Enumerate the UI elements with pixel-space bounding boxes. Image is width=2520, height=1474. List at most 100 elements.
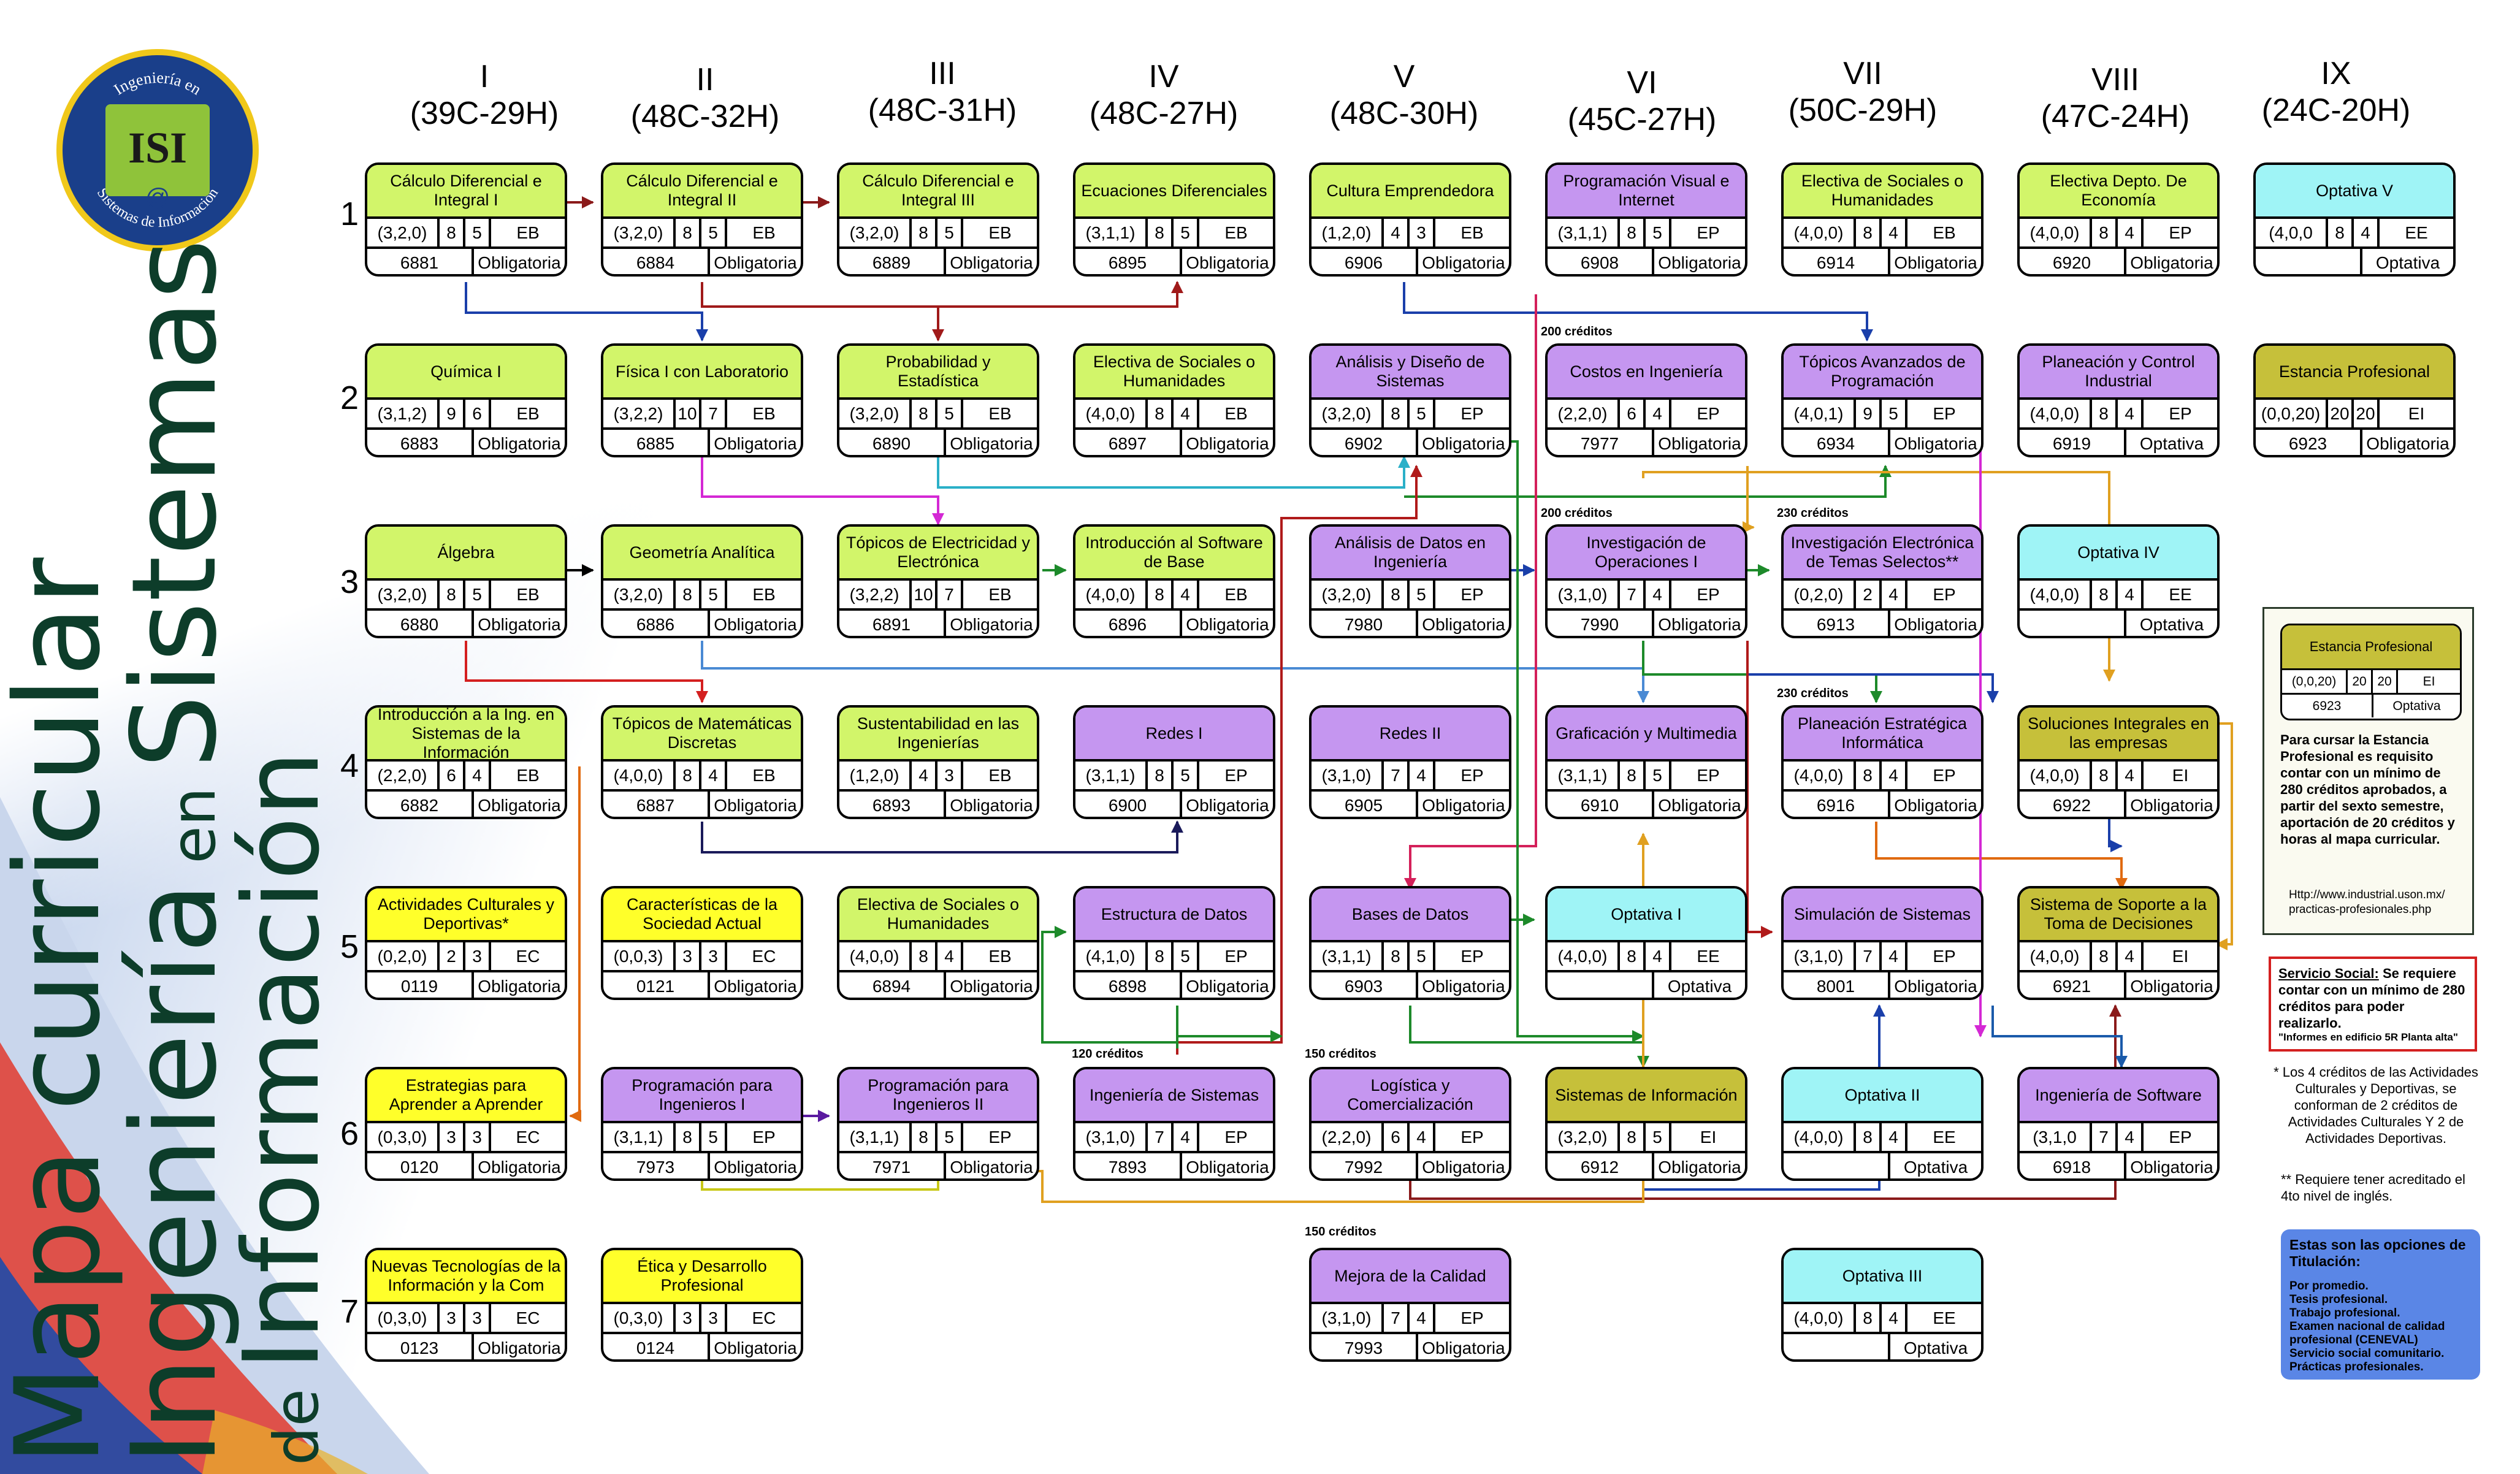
course-card[interactable]: Investigación Electrónica de Temas Selec… xyxy=(1781,524,1984,638)
semester-number: II xyxy=(696,62,714,97)
course-hours-distribution: (4,0,0) xyxy=(1784,219,1856,246)
course-weekly-hours: 5 xyxy=(1410,581,1435,608)
course-hours-distribution: (4,0,0) xyxy=(1075,581,1148,608)
course-card[interactable]: Cálculo Diferencial e Integral II(3,2,0)… xyxy=(601,162,803,277)
course-credits: 8 xyxy=(1620,942,1646,970)
course-name: Optativa II xyxy=(1784,1069,1981,1123)
course-type: EI xyxy=(1700,1127,1717,1147)
course-hours-distribution: (4,0,0) xyxy=(1075,400,1148,427)
course-card[interactable]: Electiva de Sociales o Humanidades(4,0,0… xyxy=(1073,343,1275,457)
course-key: 6908 xyxy=(1548,249,1654,274)
course-status: Optativa xyxy=(2139,614,2204,634)
course-status: Obligatoria xyxy=(1658,253,1741,272)
course-type: EB xyxy=(988,403,1012,423)
course-key: 6905 xyxy=(1312,792,1418,817)
course-status: Optativa xyxy=(1903,1157,1968,1177)
course-type: EB xyxy=(1224,223,1248,242)
course-key: 0123 xyxy=(367,1334,474,1359)
course-name: Sustentabilidad en las Ingenierías xyxy=(839,708,1037,762)
course-card[interactable]: Introducción al Software de Base(4,0,0)8… xyxy=(1073,524,1275,638)
course-hours-distribution: (3,1,1) xyxy=(839,1123,912,1151)
course-key: 6914 xyxy=(1784,249,1890,274)
course-card[interactable]: Planeación Estratégica Informática(4,0,0… xyxy=(1781,705,1984,819)
course-type: EP xyxy=(1697,403,1720,423)
course-status: Obligatoria xyxy=(1186,614,1269,634)
course-name: Tópicos Avanzados de Programación xyxy=(1784,346,1981,400)
course-card[interactable]: Electiva de Sociales o Humanidades(4,0,0… xyxy=(837,886,1039,1000)
titulacion-list: Por promedio.Tesis profesional.Trabajo p… xyxy=(2289,1280,2472,1374)
course-card[interactable]: Sistema de Soporte a la Toma de Decision… xyxy=(2017,886,2220,1000)
course-name: Programación para Ingenieros II xyxy=(839,1069,1037,1123)
estancia-link[interactable]: Http://www.industrial.uson.mx/ practicas… xyxy=(2289,888,2445,916)
course-weekly-hours: 5 xyxy=(1174,942,1199,970)
course-card[interactable]: Tópicos de Matemáticas Discretas(4,0,0)8… xyxy=(601,705,803,819)
course-card[interactable]: Tópicos Avanzados de Programación(4,0,1)… xyxy=(1781,343,1984,457)
course-card[interactable]: Características de la Sociedad Actual(0,… xyxy=(601,886,803,1000)
course-card[interactable]: Cálculo Diferencial e Integral III(3,2,0… xyxy=(837,162,1039,277)
course-key: 0121 xyxy=(603,972,710,998)
course-card[interactable]: Sustentabilidad en las Ingenierías(1,2,0… xyxy=(837,705,1039,819)
course-credits: 8 xyxy=(1384,942,1410,970)
course-card[interactable]: Nuevas Tecnologías de la Información y l… xyxy=(365,1248,567,1362)
course-type: EB xyxy=(988,765,1012,785)
course-name: Graficación y Multimedia xyxy=(1548,708,1745,762)
course-card[interactable]: Tópicos de Electricidad y Electrónica(3,… xyxy=(837,524,1039,638)
course-name: Bases de Datos xyxy=(1312,888,1509,942)
course-card[interactable]: Soluciones Integrales en las empresas(4,… xyxy=(2017,705,2220,819)
course-type: EB xyxy=(1933,223,1956,242)
course-card[interactable]: Estrategias para Aprender a Aprender(0,3… xyxy=(365,1067,567,1181)
row-number-6: 6 xyxy=(340,1115,359,1152)
course-credits: 8 xyxy=(440,219,465,246)
course-weekly-hours: 4 xyxy=(1174,581,1199,608)
course-card[interactable]: Electiva de Sociales o Humanidades(4,0,0… xyxy=(1781,162,1984,277)
course-weekly-hours: 5 xyxy=(1174,219,1199,246)
semester-number: VIII xyxy=(2091,62,2140,97)
course-credits: 7 xyxy=(1620,581,1646,608)
course-card[interactable]: Cálculo Diferencial e Integral I(3,2,0)8… xyxy=(365,162,567,277)
course-type: EP xyxy=(752,1127,776,1147)
course-weekly-hours: 4 xyxy=(1646,942,1671,970)
course-weekly-hours: 3 xyxy=(701,942,727,970)
course-status: Obligatoria xyxy=(1658,1157,1741,1177)
course-card[interactable]: Introducción a la Ing. en Sistemas de la… xyxy=(365,705,567,819)
course-status: Obligatoria xyxy=(1422,795,1505,815)
course-key: 6890 xyxy=(839,430,946,455)
course-card[interactable]: Actividades Culturales y Deportivas*(0,2… xyxy=(365,886,567,1000)
semester-header-4: IV(48C-27H) xyxy=(1072,58,1256,132)
course-type: EB xyxy=(1460,223,1484,242)
